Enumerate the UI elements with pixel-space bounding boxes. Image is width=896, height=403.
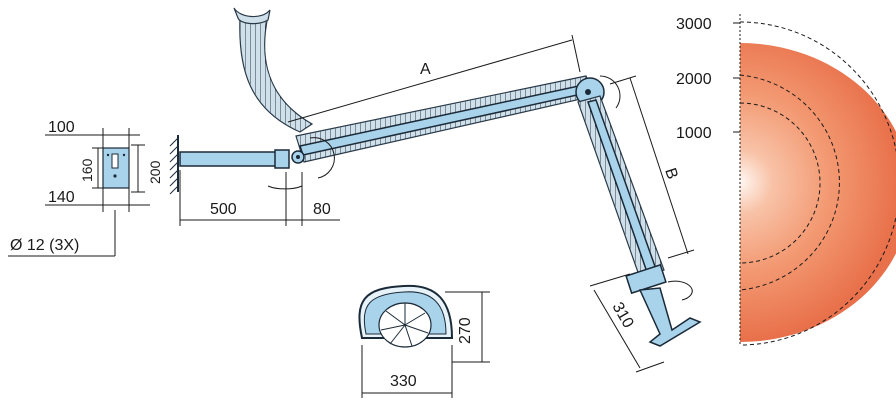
reach-ring-outer	[739, 21, 896, 346]
dim-hood-depth: 310	[609, 300, 637, 332]
arm-segment-b	[577, 95, 667, 295]
dim-hole-spacing: 140	[48, 189, 75, 206]
extension-tube	[179, 151, 281, 167]
hood-mounted	[638, 280, 702, 347]
dim-plate-height: 160	[79, 158, 95, 182]
dim-hood-height: 270	[457, 317, 474, 344]
reach-tick-3000: 3000	[676, 16, 712, 33]
wall-plate-view: 100 160 200 140 Ø 12 (3X)	[8, 119, 163, 257]
dim-joint-offset: 80	[313, 201, 331, 218]
hood-front-view: 270 330	[358, 284, 490, 398]
dim-plate-width: 100	[48, 119, 75, 136]
reach-zone	[740, 43, 896, 342]
arm-dims: A B	[287, 34, 695, 259]
reach-tick-1000: 1000	[676, 125, 712, 142]
reach-diagram: 3000 2000 1000	[676, 14, 896, 346]
flex-hose	[239, 15, 314, 133]
arm-segment-a	[267, 75, 595, 190]
dim-arm-b: B	[661, 166, 680, 181]
wall-mount	[169, 135, 290, 195]
dim-plate-outer: 200	[147, 160, 163, 184]
dim-arm-a: A	[420, 61, 431, 78]
extension-dims: 500 80	[179, 170, 340, 226]
dim-extension-length: 500	[210, 201, 237, 218]
reach-ring-3	[739, 102, 821, 264]
dim-hood-width: 330	[390, 373, 417, 390]
reach-tick-2000: 2000	[676, 71, 712, 88]
dim-hole-spec: Ø 12 (3X)	[10, 237, 79, 254]
